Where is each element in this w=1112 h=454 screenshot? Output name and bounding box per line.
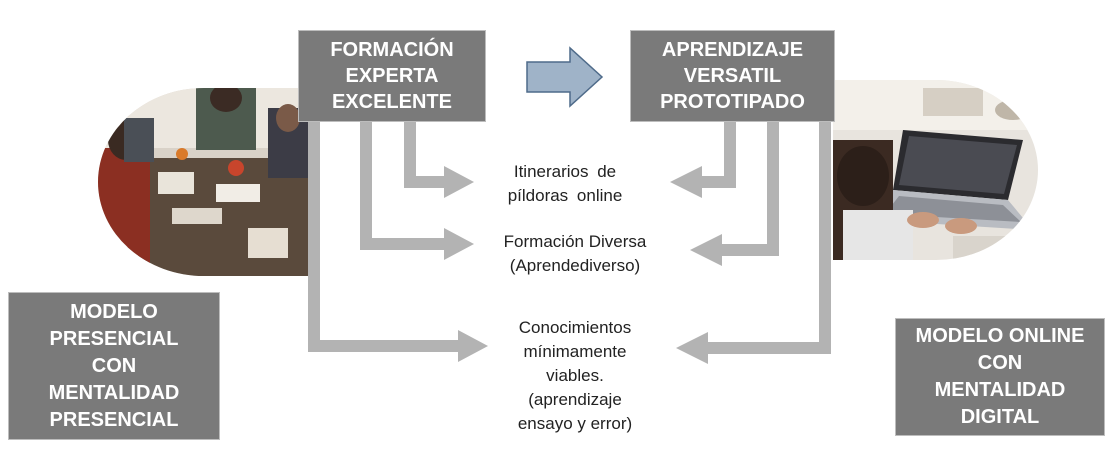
arrowhead-formacion-diversa [444,228,474,260]
arrow-aprendizaje-conocimientos [706,122,831,354]
arrowhead-aprendizaje-conocimientos [676,332,708,364]
photo-classroom [98,88,310,276]
box-formacion-experta: FORMACIÓN EXPERTA EXCELENTE [298,30,486,122]
box-aprendizaje-text: APRENDIZAJE VERSATIL PROTOTIPADO [660,39,805,113]
arrow-formacion-diversa [360,122,446,250]
label-itinerarios: Itinerarios de píldoras online [507,162,623,205]
arrowhead-formacion-itinerarios [444,166,474,198]
box-aprendizaje-versatil: APRENDIZAJE VERSATIL PROTOTIPADO [630,30,835,122]
label-conocimientos: Conocimientos mínimamente viables. (apre… [517,318,633,433]
arrowhead-formacion-conocimientos [458,330,488,362]
box-modelo-online: MODELO ONLINE CON MENTALIDAD DIGITAL [895,318,1105,436]
arrow-aprendizaje-diversa [720,122,779,256]
arrow-formacion-itinerarios [404,122,446,188]
photo-laptop [833,80,1038,260]
arrowhead-aprendizaje-itinerarios [670,166,702,198]
blue-arrow [526,46,604,108]
box-online-text: MODELO ONLINE CON MENTALIDAD DIGITAL [915,325,1085,428]
box-formacion-text: FORMACIÓN EXPERTA EXCELENTE [330,39,454,113]
box-modelo-presencial: MODELO PRESENCIAL CON MENTALIDAD PRESENC… [8,292,220,440]
arrowhead-aprendizaje-diversa [690,234,722,266]
box-presencial-text: MODELO PRESENCIAL CON MENTALIDAD PRESENC… [48,300,180,431]
arrow-formacion-conocimientos [308,122,460,352]
label-formacion-diversa: Formación Diversa (Aprendediverso) [503,232,647,275]
arrow-aprendizaje-itinerarios [700,122,736,188]
